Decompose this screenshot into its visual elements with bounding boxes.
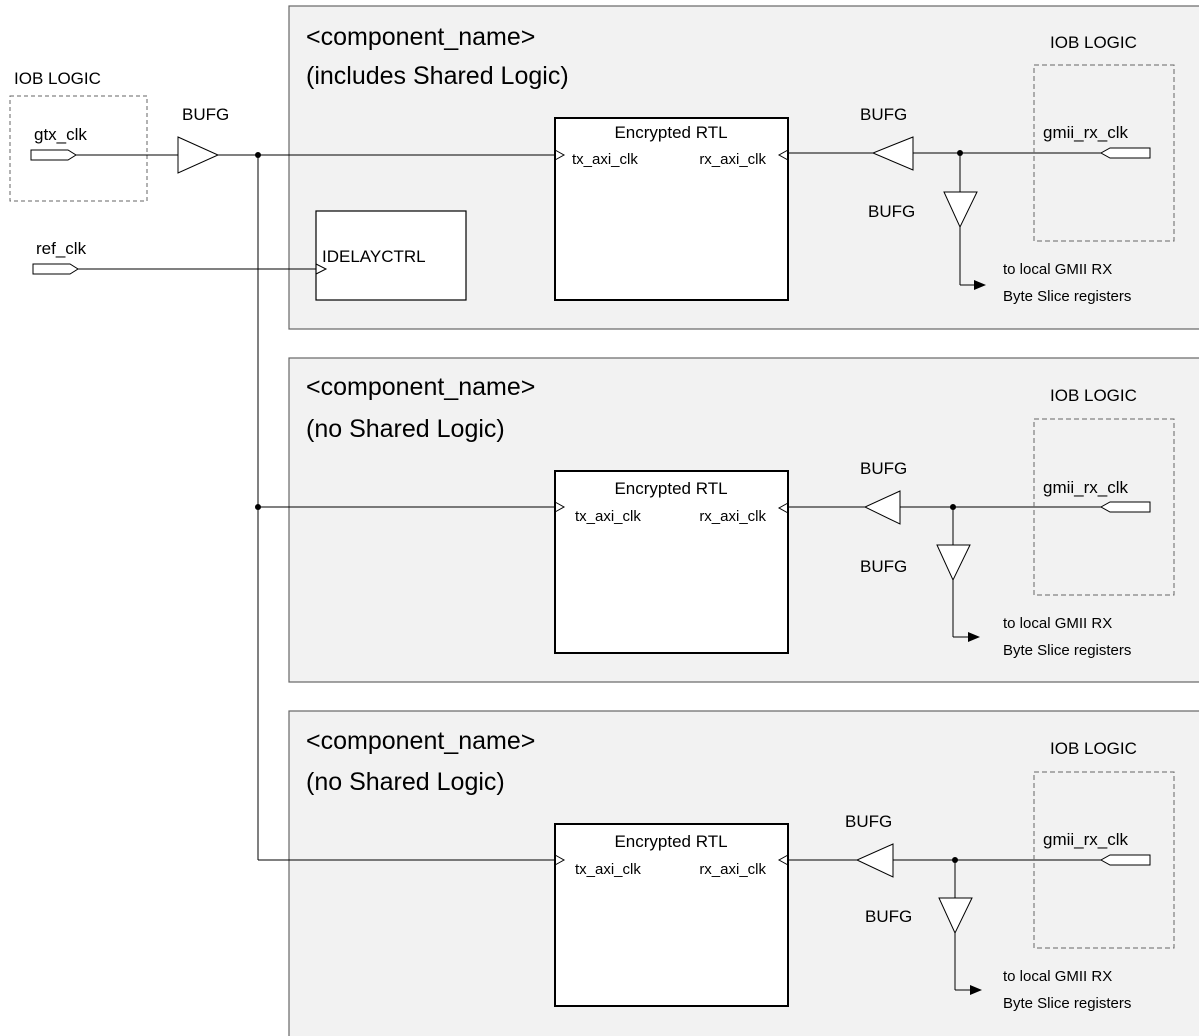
arrow-head [970,985,982,995]
bufg-local-icon [943,191,978,229]
encrypted-rtl-box [554,470,789,654]
tx-port-label: tx_axi_clk [572,151,638,168]
tx-clk-pin [554,149,566,161]
bufg-local-icon [936,544,971,582]
block-title-line1: <component_name> [306,373,535,401]
iob-label: IOB LOGIC [1050,386,1137,405]
bufg-local-icon [938,897,973,935]
block-title-line2: (includes Shared Logic) [306,62,569,90]
block-1: <component_name> (includes Shared Logic)… [306,23,1175,305]
ref-clk-port [32,263,79,275]
dest-line2: Byte Slice registers [1003,288,1131,305]
bufg-local-label: BUFG [865,907,912,926]
block-2: <component_name> (no Shared Logic) Encry… [306,373,1175,659]
bufg-local-label: BUFG [860,557,907,576]
tx-port-label: tx_axi_clk [575,861,641,878]
rx-port-label: rx_axi_clk [699,151,766,168]
gmii-rx-clk-port [1099,501,1151,513]
encrypted-rtl-title: Encrypted RTL [614,479,727,498]
dest-line1: to local GMII RX [1003,615,1112,632]
tx-clk-pin [554,854,566,866]
idelayctrl-box [315,210,467,301]
bufg-rx-label: BUFG [860,459,907,478]
block-title-line1: <component_name> [306,727,535,755]
external-iob-label: IOB LOGIC [14,69,101,88]
idelayctrl-clk-pin [315,263,328,275]
gmii-rx-clk-label: gmii_rx_clk [1043,123,1129,142]
iob-box [1033,64,1175,242]
idelayctrl-label: IDELAYCTRL [322,247,426,266]
dest-line1: to local GMII RX [1003,968,1112,985]
rx-port-label: rx_axi_clk [699,508,766,525]
tx-clk-pin [554,501,566,513]
rx-clk-pin [777,502,789,514]
main-bufg-icon [177,136,220,174]
block-3: <component_name> (no Shared Logic) Encry… [306,727,1175,1012]
block-title-line2: (no Shared Logic) [306,768,505,796]
bufg-rx-label: BUFG [845,812,892,831]
external-iob-box [9,95,148,202]
dest-line2: Byte Slice registers [1003,642,1131,659]
iob-label: IOB LOGIC [1050,739,1137,758]
rx-clk-pin [777,854,789,866]
gmii-rx-clk-label: gmii_rx_clk [1043,478,1129,497]
gtx-clk-port [30,149,77,161]
gmii-rx-clk-label: gmii_rx_clk [1043,830,1129,849]
rx-port-label: rx_axi_clk [699,861,766,878]
rx-clk-pin [777,149,789,161]
encrypted-rtl-title: Encrypted RTL [614,123,727,142]
block-title-line1: <component_name> [306,23,535,51]
gmii-rx-clk-port [1099,854,1151,866]
block-title-line2: (no Shared Logic) [306,415,505,443]
iob-box [1033,771,1175,949]
bufg-rx-label: BUFG [860,105,907,124]
dest-line1: to local GMII RX [1003,261,1112,278]
arrow-head [974,280,986,290]
gtx-clk-label: gtx_clk [34,125,87,144]
ref-clk-label: ref_clk [36,239,87,258]
dest-line2: Byte Slice registers [1003,995,1131,1012]
encrypted-rtl-box [554,823,789,1007]
encrypted-rtl-box [554,117,789,301]
arrow-head [968,632,980,642]
main-bufg-label: BUFG [182,105,229,124]
bufg-local-label: BUFG [868,202,915,221]
encrypted-rtl-title: Encrypted RTL [614,832,727,851]
tx-port-label: tx_axi_clk [575,508,641,525]
iob-label: IOB LOGIC [1050,33,1137,52]
gmii-rx-clk-port [1099,147,1151,159]
iob-box [1033,418,1175,596]
